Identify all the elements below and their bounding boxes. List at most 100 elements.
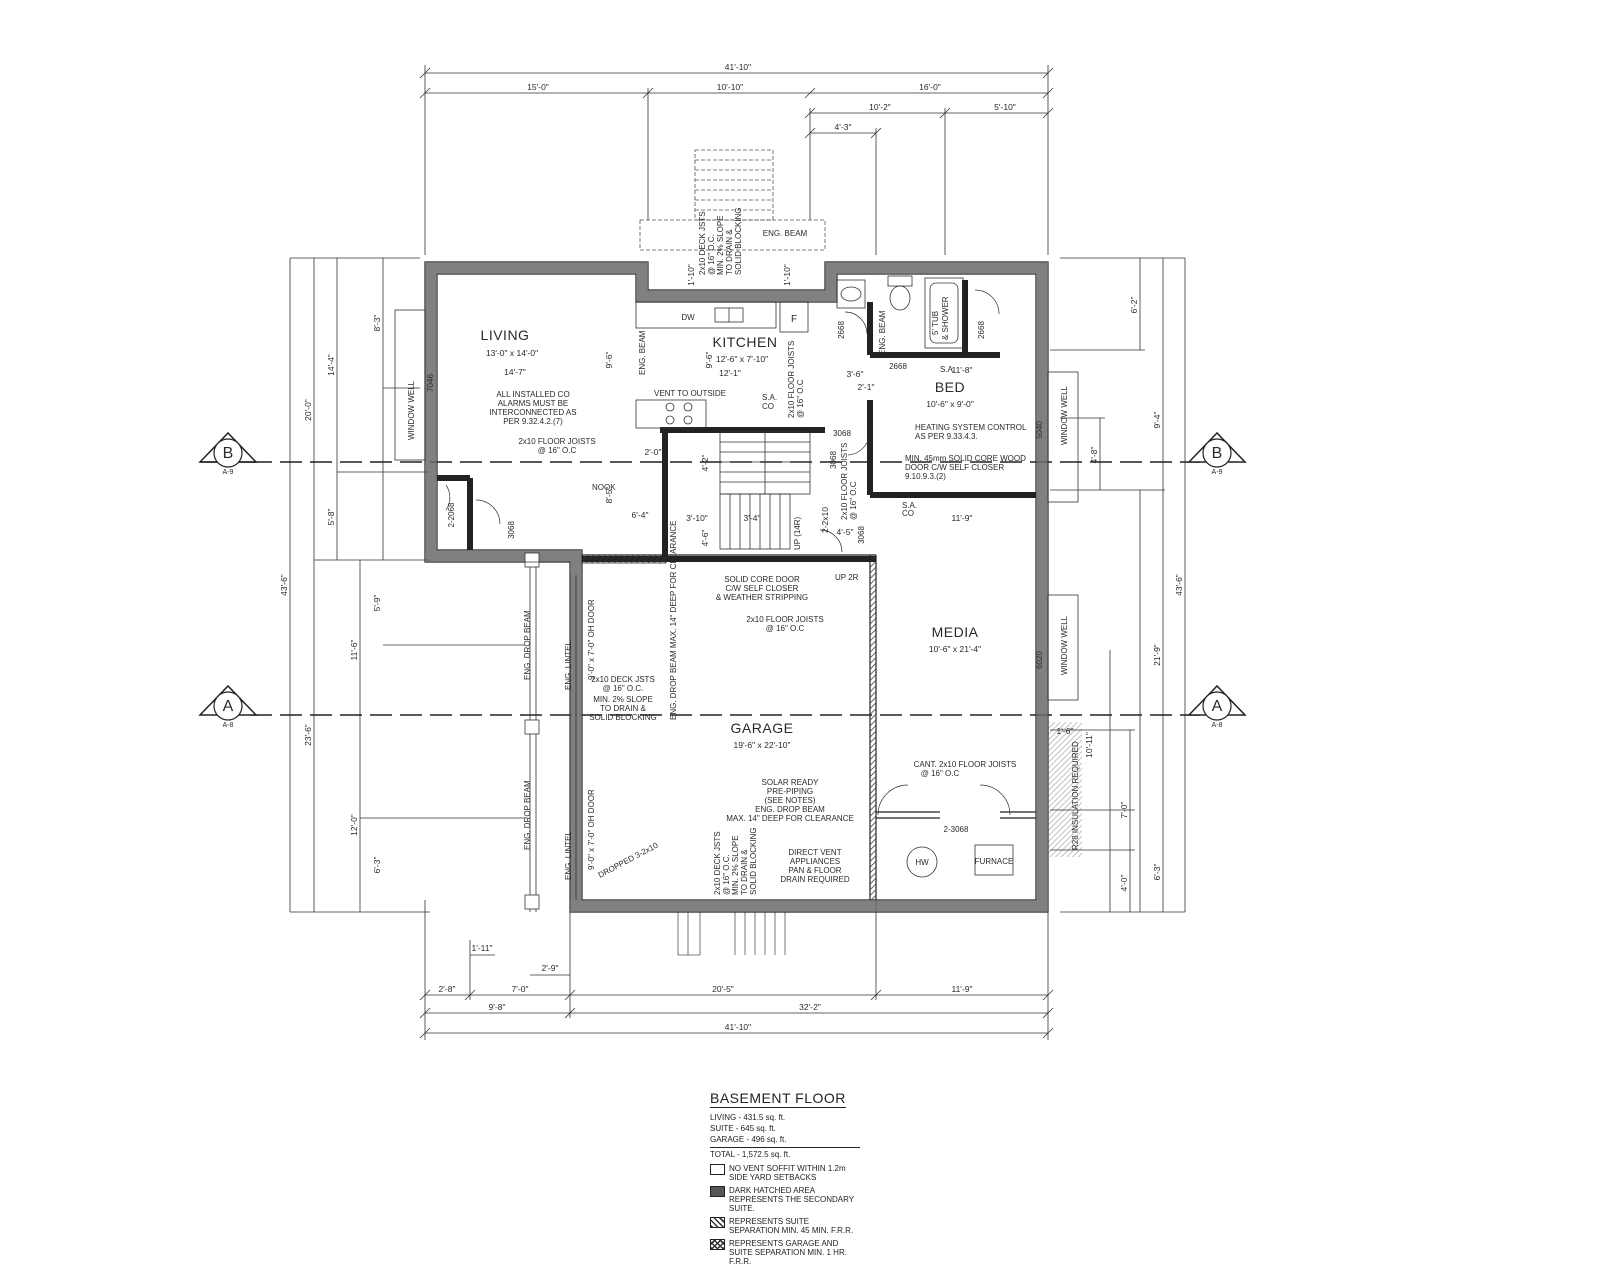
note-vent-outside: VENT TO OUTSIDE [654,389,726,398]
note-floor-joists-bed-1: 2x10 FLOOR JOISTS [840,443,849,520]
legend-area-garage: GARAGE - 496 sq. ft. [710,1135,787,1144]
section-marker-a-left [198,684,258,721]
deck-joists-bottom-line-2: @ 16" O.C. [722,854,731,895]
note-dropped: DROPPED 3-2x10 [597,840,660,879]
section-ref-b-right: A-9 [1212,469,1223,476]
dim-media-width: 11'-9" [951,513,972,523]
note-up-14r: UP (14R) [793,516,802,550]
dim-bottom-overall: 41'-10" [725,1022,751,1032]
deck-joists-garage-line-3: MIN. 2% SLOPE [593,695,653,704]
door-tag-2-2068: 2-2068 [447,502,456,527]
section-letter-b-right: B [1212,445,1223,462]
legend-key-suite-text: DARK HATCHED AREA REPRESENTS THE SECONDA… [729,1186,854,1213]
door-tag-3068-a: 3068 [833,429,851,438]
note-direct-vent: DIRECT VENT APPLIANCES PAN & FLOOR DRAIN… [780,848,850,884]
legend-total: TOTAL - 1,572.5 sq. ft. [710,1147,860,1160]
note-floor-joists-stair-1: 2x10 FLOOR JOISTS [787,341,796,418]
note-tub-1: 5' TUB [931,311,940,335]
legend-swatch-crosshatch [710,1239,725,1250]
top-dimensions [419,65,1054,255]
dim-top-c: 16'-0" [919,82,941,92]
note-cant-joists: CANT. 2x10 FLOOR JOISTS [914,760,1017,769]
section-ref-b-left: A-9 [223,469,234,476]
room-bed-size: 10'-6" x 9'-0" [926,399,974,409]
note-oh-door-2: 9'-0" x 7'-0" OH DOOR [587,789,596,870]
legend-area-suite: SUITE - 645 sq. ft. [710,1124,776,1133]
dim-2-1: 2'-1" [858,382,875,392]
bottom-dimensions [419,900,1054,1040]
dw-label: DW [681,313,695,322]
note-solid-core-garage-2: C/W SELF CLOSER [726,584,799,593]
solar-line-1: SOLAR READY [762,778,820,787]
dim-9-6a: 9'-6" [604,352,614,369]
legend-swatch-hatch [710,1217,725,1228]
dim-left-overall: 43'-6" [279,574,289,596]
basement-floor-plan: 41'-10" 15'-0" 10'-10" 16'-0" 10'-2" 5'-… [198,62,1247,1040]
window-well-left: WINDOW WELL [407,380,416,440]
note-floor-joists-garage-2: @ 16" O.C [766,624,805,633]
legend-key-garage-separation: REPRESENTS GARAGE AND SUITE SEPARATION M… [710,1239,860,1266]
dim-4-6: 4'-6" [700,530,710,547]
deck-joists-bottom-line-1: 2x10 DECK JSTS [713,831,722,895]
door-tag-3068-b: 3068 [829,451,838,469]
note-floor-joists-stair-2: @ 16" O.C [796,379,805,418]
room-media-name: MEDIA [932,624,979,640]
dim-top-b: 10'-10" [717,82,743,92]
dim-right-e: 10'-11" [1084,732,1094,758]
direct-vent-line-1: DIRECT VENT [788,848,841,857]
note-nook: NOOK [592,483,616,492]
dim-right-d: 21'-9" [1152,644,1162,666]
note-eng-lintel-2: ENG. LINTEL [564,831,573,880]
section-letter-a-left: A [223,698,234,715]
note-eng-beam-kitchen: ENG. BEAM [638,330,647,375]
room-living-size: 13'-0" x 14'-0" [486,348,538,358]
direct-vent-line-3: PAN & FLOOR [788,866,841,875]
room-kitchen-name: KITCHEN [713,334,778,350]
dim-top-d: 10'-2" [869,102,891,112]
bottom-steps [677,910,786,956]
furnace-label: FURNACE [975,857,1014,866]
window-well-right-1: WINDOW WELL [1060,385,1069,445]
legend-key-suite-separation: REPRESENTS SUITE SEPARATION MIN. 45 MIN.… [710,1217,860,1235]
dim-2-2x10: 2-2x10 [820,507,830,533]
note-sa-co-media-1: S.A. [902,501,917,510]
stairs [719,431,811,550]
note-eng-drop-beam-2: ENG. DROP BEAM [523,780,532,850]
solar-line-3: (SEE NOTES) [764,796,815,805]
legend-title: BASEMENT FLOOR [710,1090,846,1108]
co-alarms-line-2: ALARMS MUST BE [498,399,569,408]
note-up-2r: UP 2R [835,573,859,582]
dim-2-0: 2'-0" [645,447,662,457]
deck-joists-garage-line-5: SOLID BLOCKING [589,713,657,722]
dim-bottom-d: 11'-9" [951,984,972,994]
dim-left-h: 12'-0" [349,814,359,836]
dim-bottom-b: 7'-0" [512,984,529,994]
deck-joists-top-line-2: @ 16" O.C. [707,234,716,275]
dim-1-10b: 1'-10" [782,264,792,286]
legend-key-no-vent-text: NO VENT SOFFIT WITHIN 1.2m SIDE YARD SET… [729,1164,846,1182]
note-r28: R28 INSULATION REQUIRED [1071,741,1080,850]
note-sa-co-kitchen-2: CO [762,402,774,411]
note-eng-drop-beam-1: ENG. DROP BEAM [523,610,532,680]
dim-right-overall: 43'-6" [1174,574,1184,596]
bathroom-fixtures [836,275,964,349]
legend-key-garage-separation-text: REPRESENTS GARAGE AND SUITE SEPARATION M… [729,1239,847,1266]
dim-4-2: 4'-2" [700,455,710,472]
section-letter-b-left: B [223,445,234,462]
dim-right-c: 4'-8" [1089,447,1099,464]
door-tag-3068-c: 3068 [507,521,516,539]
note-sa-co-media-2: CO [902,509,914,518]
dim-left-d: 8'-3" [372,315,382,332]
note-solid-core-garage-3: & WEATHER STRIPPING [716,593,808,602]
dim-bottom-e: 9'-8" [489,1002,506,1012]
furnace [974,844,1014,876]
dim-bottom-f: 32'-2" [799,1002,821,1012]
legend-swatch-dark [710,1186,725,1197]
deck-joists-top-line-1: 2x10 DECK JSTS [698,211,707,275]
dim-left-e: 5'-8" [326,509,336,526]
note-floor-joists-garage-1: 2x10 FLOOR JOISTS [746,615,823,624]
dim-top-f: 4'-3" [835,122,852,132]
note-heating-1: HEATING SYSTEM CONTROL [915,423,1027,432]
dim-top-a: 15'-0" [527,82,549,92]
dim-left-i: 6'-3" [372,857,382,874]
